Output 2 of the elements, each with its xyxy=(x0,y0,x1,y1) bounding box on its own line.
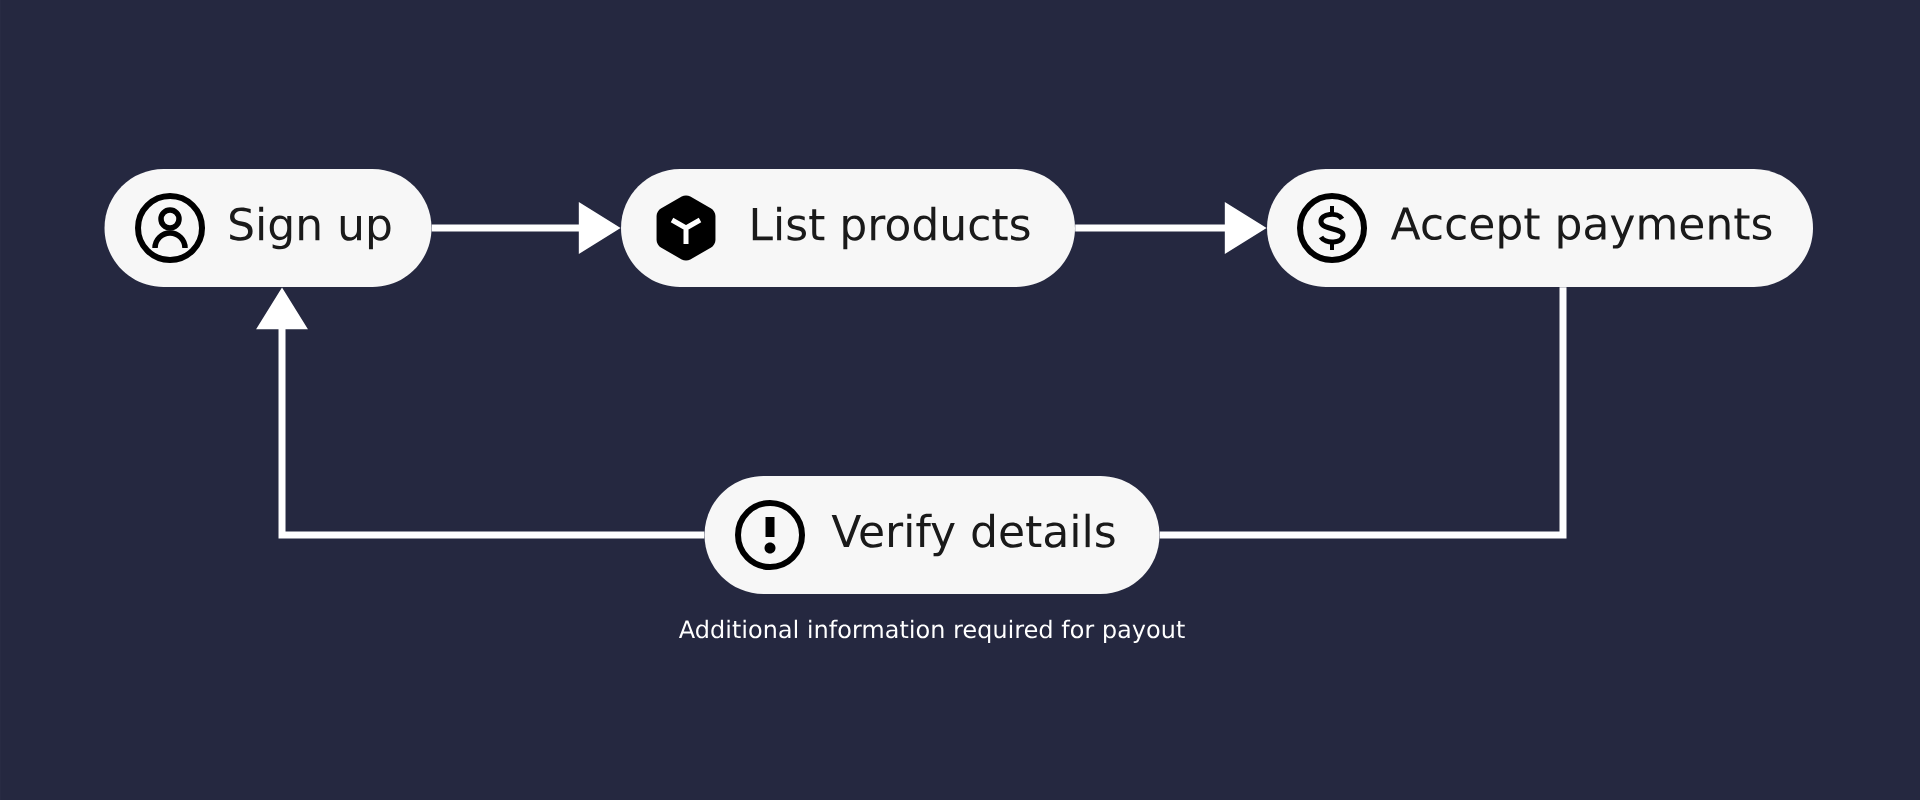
step-pill: Accept payments xyxy=(1267,169,1813,287)
node-label: Additional information required for payout xyxy=(678,619,1185,643)
